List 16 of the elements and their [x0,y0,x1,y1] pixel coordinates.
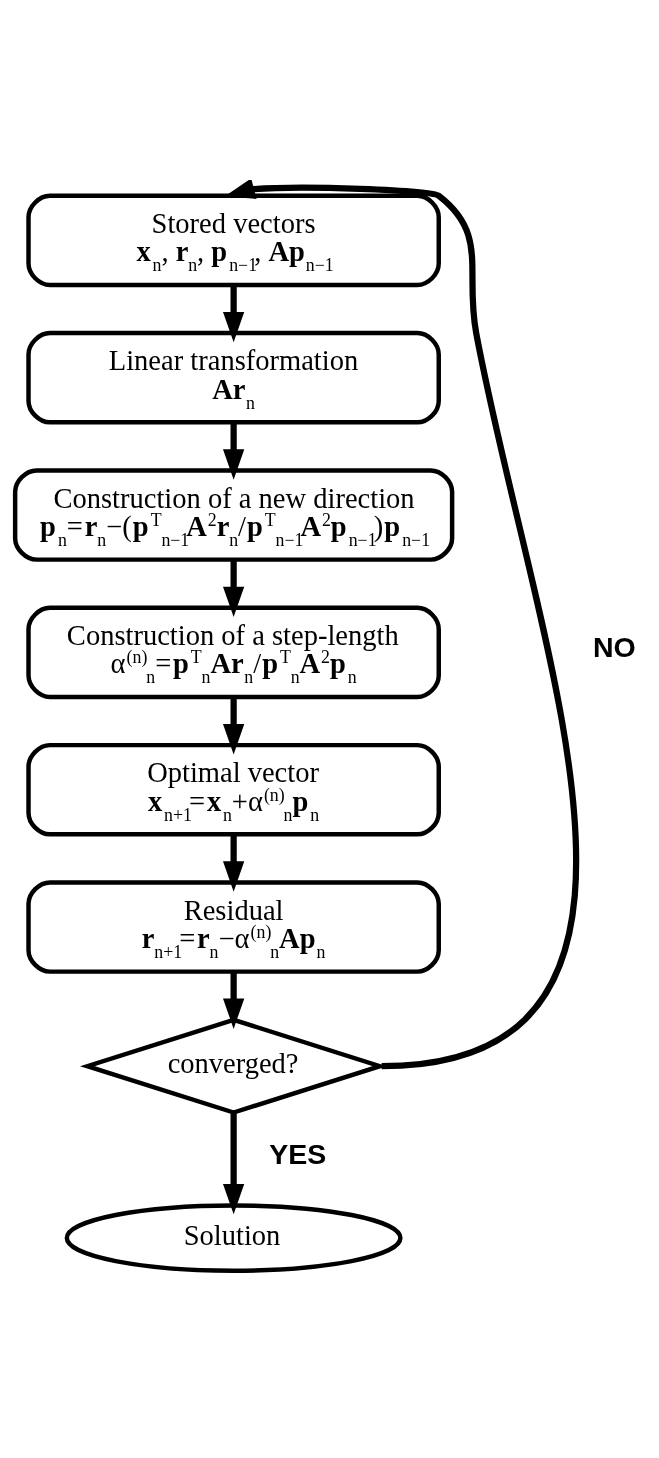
node-box: Stored vectors x$_{n}$, r$_{n}$, p$_{n−1}$, Ap$_{n−1}$ [26,193,441,288]
arrow [223,834,245,892]
arrow [224,180,579,1070]
arrow [223,422,245,480]
node-box: Construction of a step-length α$^{(n)}$$_{n}$=p$^{T}$$_{n}$Ar$_{n}$/p$^{T}$$_{n}$A$^{2}$p$_{n}$ [26,605,441,700]
arrow [223,285,245,343]
edge-label: YES [269,1137,327,1170]
node-box: Residual r$_{n+1}$=r$_{n}$−α$^{(n)}$$_{n}$Ap$_{n}$ [26,880,441,974]
arrow [223,697,245,755]
node-box: Linear transformation Ar$_{n}$ [26,330,441,425]
node-box: Optimal vector x$_{n+1}$=x$_{n}$+α$^{(n)}$$_{n}$p$_{n}$ [26,742,441,837]
node-ellipse: Solution [64,1203,403,1273]
arrow [223,559,245,618]
arrow [223,971,245,1029]
edge-label: NO [593,631,636,664]
node-box: Construction of a new direction p$_{n}$=r$_{n}$−(p$^{T}$$_{n−1}$A$^{2}$r$_{n}$/p$^{T}$$_{n−1}$A$^{2}$p$_{n−1}$)p$_{n−1}$ [12,468,455,562]
